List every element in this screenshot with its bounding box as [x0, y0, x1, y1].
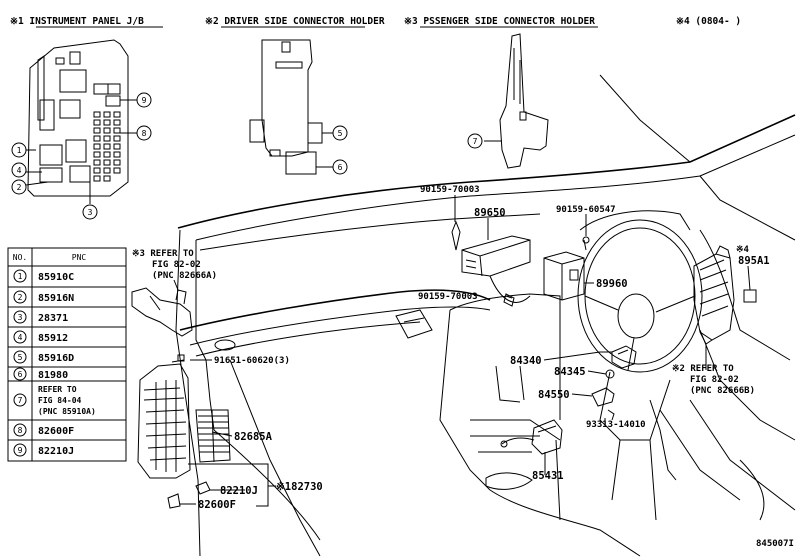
- svg-text:8: 8: [18, 426, 23, 435]
- svg-text:1: 1: [18, 272, 23, 281]
- leader-lines: [173, 195, 751, 507]
- svg-text:8: 8: [142, 129, 147, 138]
- svg-text:4: 4: [18, 333, 23, 342]
- clip-82600f-drawing: [167, 493, 181, 509]
- svg-text:7: 7: [473, 137, 478, 146]
- svg-text:85916D: 85916D: [38, 353, 74, 364]
- callout-2: 2: [11, 179, 27, 195]
- part-90159-70003-mid: 90159-70003: [418, 292, 478, 302]
- bolt-mid-drawing: [503, 293, 515, 307]
- part-85431: 85431: [532, 470, 564, 482]
- svg-text:5: 5: [338, 129, 343, 138]
- pnc-table: NO. PNC: [7, 247, 127, 462]
- svg-text:※2 REFER TO: ※2 REFER TO: [672, 364, 734, 374]
- callout-7: 7: [467, 133, 483, 149]
- svg-text:FIG 84-04: FIG 84-04: [38, 396, 82, 405]
- svg-text:3: 3: [88, 208, 93, 217]
- instrument-panel-jb-drawing: [25, 39, 137, 204]
- part-star4: ※4: [736, 245, 750, 255]
- table-row-1: 1 85910C: [13, 269, 74, 283]
- passenger-side-holder-drawing: [484, 33, 549, 169]
- svg-text:85912: 85912: [38, 333, 68, 344]
- header-star4-date: ※4 (0804- ): [676, 16, 741, 27]
- svg-text:81980: 81980: [38, 370, 68, 381]
- svg-text:28371: 28371: [38, 313, 68, 324]
- svg-text:(PNC 82666B): (PNC 82666B): [690, 386, 755, 396]
- table-row-2: 2 85916N: [13, 290, 74, 304]
- callout-3: 3: [82, 204, 98, 220]
- part-895a1: 895A1: [738, 255, 770, 267]
- svg-text:2: 2: [17, 183, 22, 192]
- table-row-9: 9 82210J: [13, 443, 74, 457]
- switch-84550-drawing: [591, 387, 615, 421]
- svg-text:4: 4: [17, 166, 22, 175]
- driver-side-holder-drawing: [249, 39, 333, 175]
- svg-text:3: 3: [18, 313, 23, 322]
- part-84550: 84550: [538, 389, 570, 401]
- part-84340: 84340: [510, 355, 542, 367]
- table-header-no: NO.: [13, 253, 27, 262]
- svg-text:85916N: 85916N: [38, 293, 74, 304]
- callout-8: 8: [136, 125, 152, 141]
- svg-text:6: 6: [18, 370, 23, 379]
- table-row-4: 4 85912: [13, 330, 68, 344]
- refer-note-left: ※3 REFER TO FIG 82-02 (PNC 82666A): [132, 249, 217, 281]
- callout-6: 6: [332, 159, 348, 175]
- table-row-8: 8 82600F: [13, 423, 74, 437]
- table-row-3: 3 28371: [13, 310, 68, 324]
- junction-block-drawing: [137, 354, 191, 479]
- svg-text:85910C: 85910C: [38, 272, 74, 283]
- header-driver-side-holder: ※2 DRIVER SIDE CONNECTOR HOLDER: [205, 16, 385, 27]
- table-row-7: 7 REFER TO FIG 84-04 (PNC 85910A): [13, 385, 96, 416]
- part-89650: 89650: [474, 207, 506, 219]
- svg-text:FIG 82-02: FIG 82-02: [152, 260, 201, 270]
- part-89960: 89960: [596, 278, 628, 290]
- module-89960-drawing: [543, 236, 590, 301]
- callout-1: 1: [11, 142, 27, 158]
- svg-text:1: 1: [17, 146, 22, 155]
- part-82210j: 82210J: [220, 485, 258, 497]
- module-89650-drawing: [451, 220, 531, 303]
- switch-85431-drawing: [500, 419, 563, 455]
- part-82730: ※182730: [276, 481, 323, 493]
- table-header-pnc: PNC: [72, 253, 87, 262]
- svg-text:5: 5: [18, 353, 23, 362]
- dashboard-drawing: [175, 74, 796, 557]
- part-90159-60547: 90159-60547: [556, 205, 616, 215]
- part-91651-60620: 91651-60620(3): [214, 356, 290, 366]
- svg-text:※3 REFER TO: ※3 REFER TO: [132, 249, 194, 259]
- part-93313-14010: 93313-14010: [586, 420, 646, 430]
- svg-text:(PNC 82666A): (PNC 82666A): [152, 271, 217, 281]
- figure-id: 845007I: [756, 539, 794, 549]
- svg-text:FIG 82-02: FIG 82-02: [690, 375, 739, 385]
- switch-84340-drawing: [611, 345, 637, 369]
- table-row-6: 6 81980: [13, 367, 68, 381]
- header-passenger-side-holder: ※3 PSSENGER SIDE CONNECTOR HOLDER: [404, 16, 595, 27]
- refer-note-right: ※2 REFER TO FIG 82-02 (PNC 82666B): [672, 364, 755, 396]
- svg-text:6: 6: [338, 163, 343, 172]
- bracket-82666a-drawing: [131, 287, 193, 337]
- svg-text:82210J: 82210J: [38, 446, 74, 457]
- svg-text:9: 9: [18, 446, 23, 455]
- svg-text:2: 2: [18, 293, 23, 302]
- part-82685a: 82685A: [234, 431, 273, 443]
- svg-text:82600F: 82600F: [38, 426, 74, 437]
- table-row-5: 5 85916D: [13, 350, 74, 364]
- callout-4: 4: [11, 162, 27, 178]
- svg-text:(PNC 85910A): (PNC 85910A): [38, 407, 96, 416]
- svg-text:REFER TO: REFER TO: [38, 385, 77, 394]
- part-90159-70003-top: 90159-70003: [420, 185, 480, 195]
- svg-text:9: 9: [142, 96, 147, 105]
- callout-9: 9: [136, 92, 152, 108]
- callout-5: 5: [332, 125, 348, 141]
- header-instrument-panel-jb: ※1 INSTRUMENT PANEL J/B: [10, 16, 144, 27]
- part-82600f: 82600F: [198, 499, 236, 511]
- part-84345: 84345: [554, 366, 586, 378]
- svg-text:7: 7: [18, 396, 23, 405]
